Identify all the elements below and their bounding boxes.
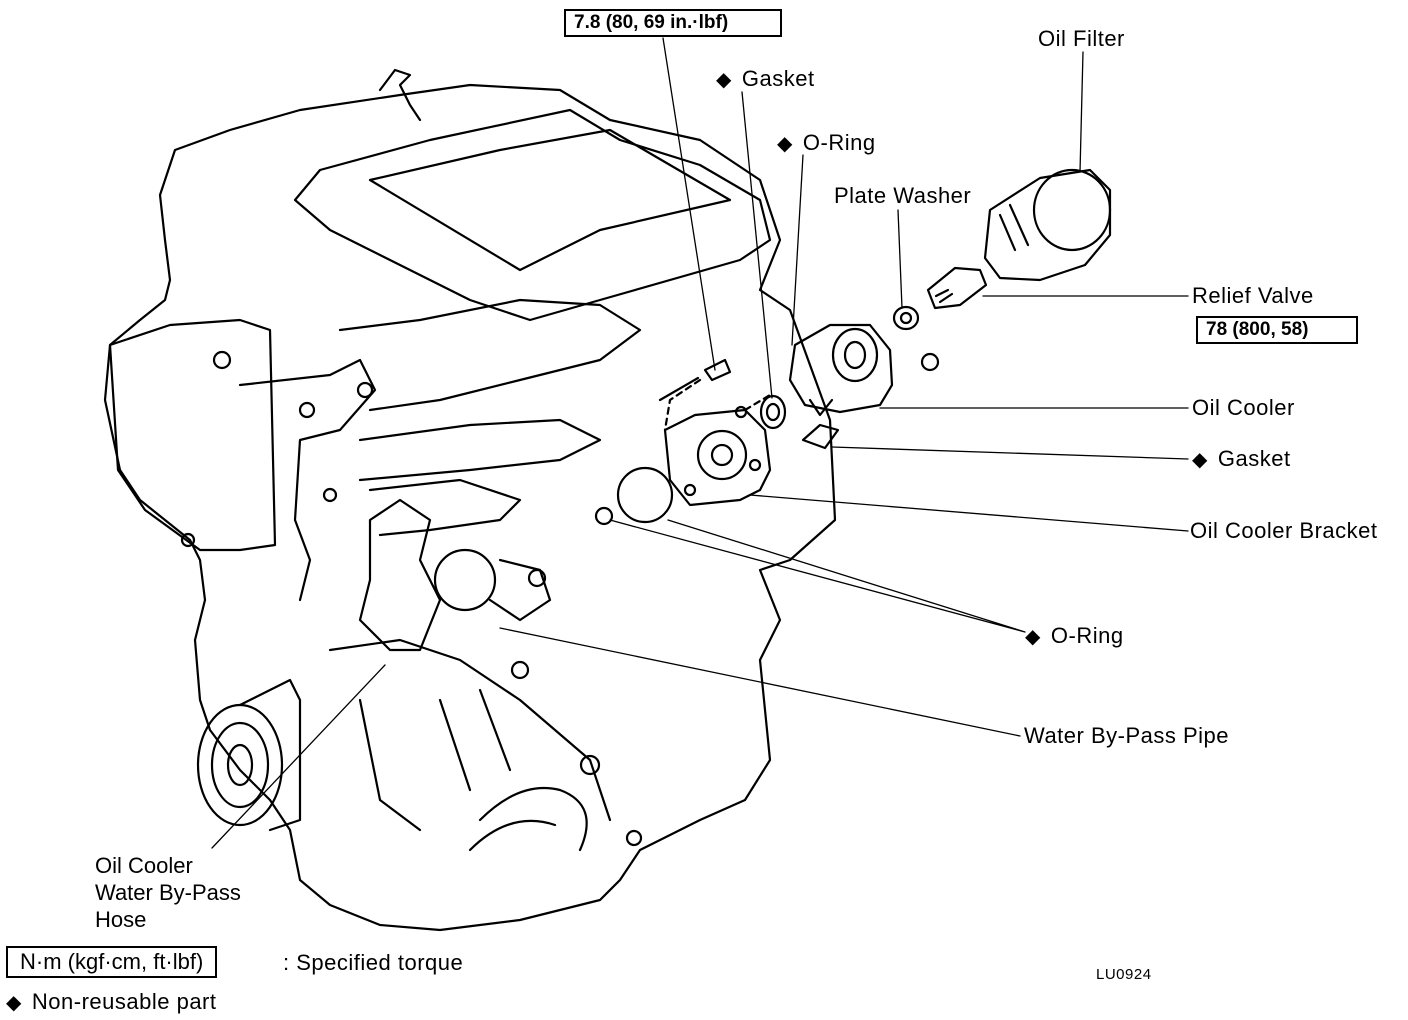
diamond-icon: ◆: [1025, 626, 1041, 648]
label-o-ring-top: ◆O-Ring: [777, 130, 876, 155]
label-oil-filter: Oil Filter: [1038, 26, 1125, 51]
legend-torque-desc: : Specified torque: [283, 950, 464, 975]
valve-cover: [293, 108, 772, 322]
diamond-icon: ◆: [716, 69, 732, 91]
engine-block-outline: [103, 83, 837, 932]
legend-torque-unit: N·m (kgf·cm, ft·lbf): [6, 946, 218, 978]
label-oil-cooler-water-bypass-hose: Oil Cooler Water By-Pass Hose: [95, 853, 241, 932]
oil-cooler-bracket-shape: [663, 408, 772, 507]
label-oil-cooler-bracket: Oil Cooler Bracket: [1190, 518, 1378, 543]
label-oil-cooler: Oil Cooler: [1192, 395, 1295, 420]
relief-valve-shape: [926, 266, 988, 310]
diamond-icon: ◆: [777, 133, 793, 155]
torque-spec-bolt: 7.8 (80, 69 in.·lbf): [564, 9, 782, 37]
label-water-bypass-pipe: Water By-Pass Pipe: [1024, 723, 1230, 748]
label-gasket-mid: ◆Gasket: [1192, 446, 1291, 471]
timing-cover: [108, 318, 277, 552]
o-ring-small: [759, 394, 787, 430]
diamond-icon: ◆: [6, 992, 22, 1014]
oil-filter-shape: [983, 168, 1112, 282]
label-relief-valve: Relief Valve: [1192, 283, 1314, 308]
torque-spec-relief-valve: 78 (800, 58): [1196, 316, 1358, 344]
label-gasket-top: ◆Gasket: [716, 66, 815, 91]
diamond-icon: ◆: [1192, 449, 1208, 471]
oil-cooler-shape: [788, 323, 894, 414]
legend-nonreusable: ◆Non-reusable part: [6, 989, 217, 1014]
plate-washer-shape: [892, 305, 920, 331]
label-plate-washer: Plate Washer: [834, 183, 972, 208]
label-o-ring-mid: ◆O-Ring: [1025, 623, 1124, 648]
figure-code: LU0924: [1096, 966, 1152, 983]
o-ring-large: [616, 466, 674, 524]
water-bypass-hose: [468, 786, 588, 852]
valve-cover-panel: [368, 128, 732, 272]
